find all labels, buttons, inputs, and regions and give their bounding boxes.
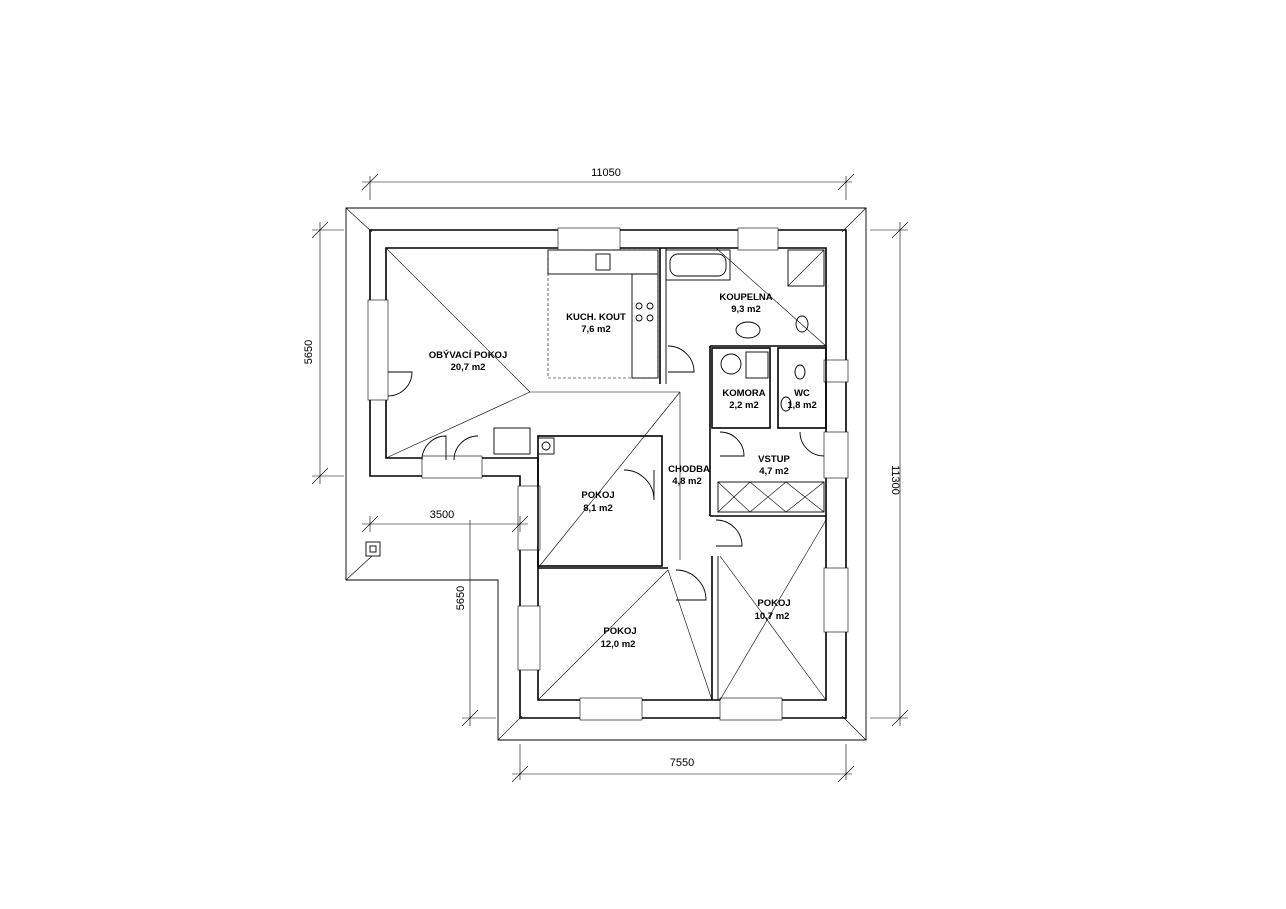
room-name-corridor: CHODBA xyxy=(668,464,710,475)
room-area-bedroom-3: 10,7 m2 xyxy=(755,611,790,622)
room-area-bedroom-2: 12,0 m2 xyxy=(601,639,636,650)
room-area-bedroom-1: 8,1 m2 xyxy=(583,503,613,514)
dimension-lines xyxy=(311,173,909,783)
room-area-living: 20,7 m2 xyxy=(451,362,486,373)
doors xyxy=(387,345,825,601)
dim-left: 5650 xyxy=(303,340,315,364)
diagonals xyxy=(385,247,827,701)
room-name-bathroom: KOUPELNA xyxy=(719,292,772,303)
room-name-kitchen: KUCH. KOUT xyxy=(566,312,626,323)
room-name-bedroom-1: POKOJ xyxy=(581,490,614,501)
room-name-pantry: KOMORA xyxy=(722,388,765,399)
room-area-bathroom: 9,3 m2 xyxy=(731,304,761,315)
room-name-bedroom-2: POKOJ xyxy=(603,626,636,637)
kitchen-fixtures xyxy=(493,249,659,455)
room-name-wc: WC xyxy=(794,388,810,399)
room-area-pantry: 2,2 m2 xyxy=(729,400,759,411)
dim-top: 11050 xyxy=(591,167,621,179)
exterior-walls xyxy=(367,227,849,721)
dim-right: 11300 xyxy=(889,465,901,495)
terrace-post xyxy=(365,541,381,557)
dim-bottom: 7550 xyxy=(670,757,694,769)
room-area-kitchen: 7,6 m2 xyxy=(581,324,611,335)
room-area-corridor: 4,8 m2 xyxy=(672,476,702,487)
room-area-entrance: 4,7 m2 xyxy=(759,466,789,477)
terrace-post-inner xyxy=(369,545,377,553)
room-area-wc: 1,8 m2 xyxy=(787,400,817,411)
dim-left-lower: 5650 xyxy=(455,586,467,610)
room-labels: OBÝVACÍ POKOJ 20,7 m2 KUCH. KOUT 7,6 m2 … xyxy=(429,292,817,650)
room-name-living: OBÝVACÍ POKOJ xyxy=(429,349,507,361)
roof-outline xyxy=(345,207,867,741)
room-name-entrance: VSTUP xyxy=(758,454,790,465)
room-name-bedroom-3: POKOJ xyxy=(757,598,790,609)
dim-terrace: 3500 xyxy=(430,509,454,521)
bathroom-fixtures xyxy=(665,249,825,412)
